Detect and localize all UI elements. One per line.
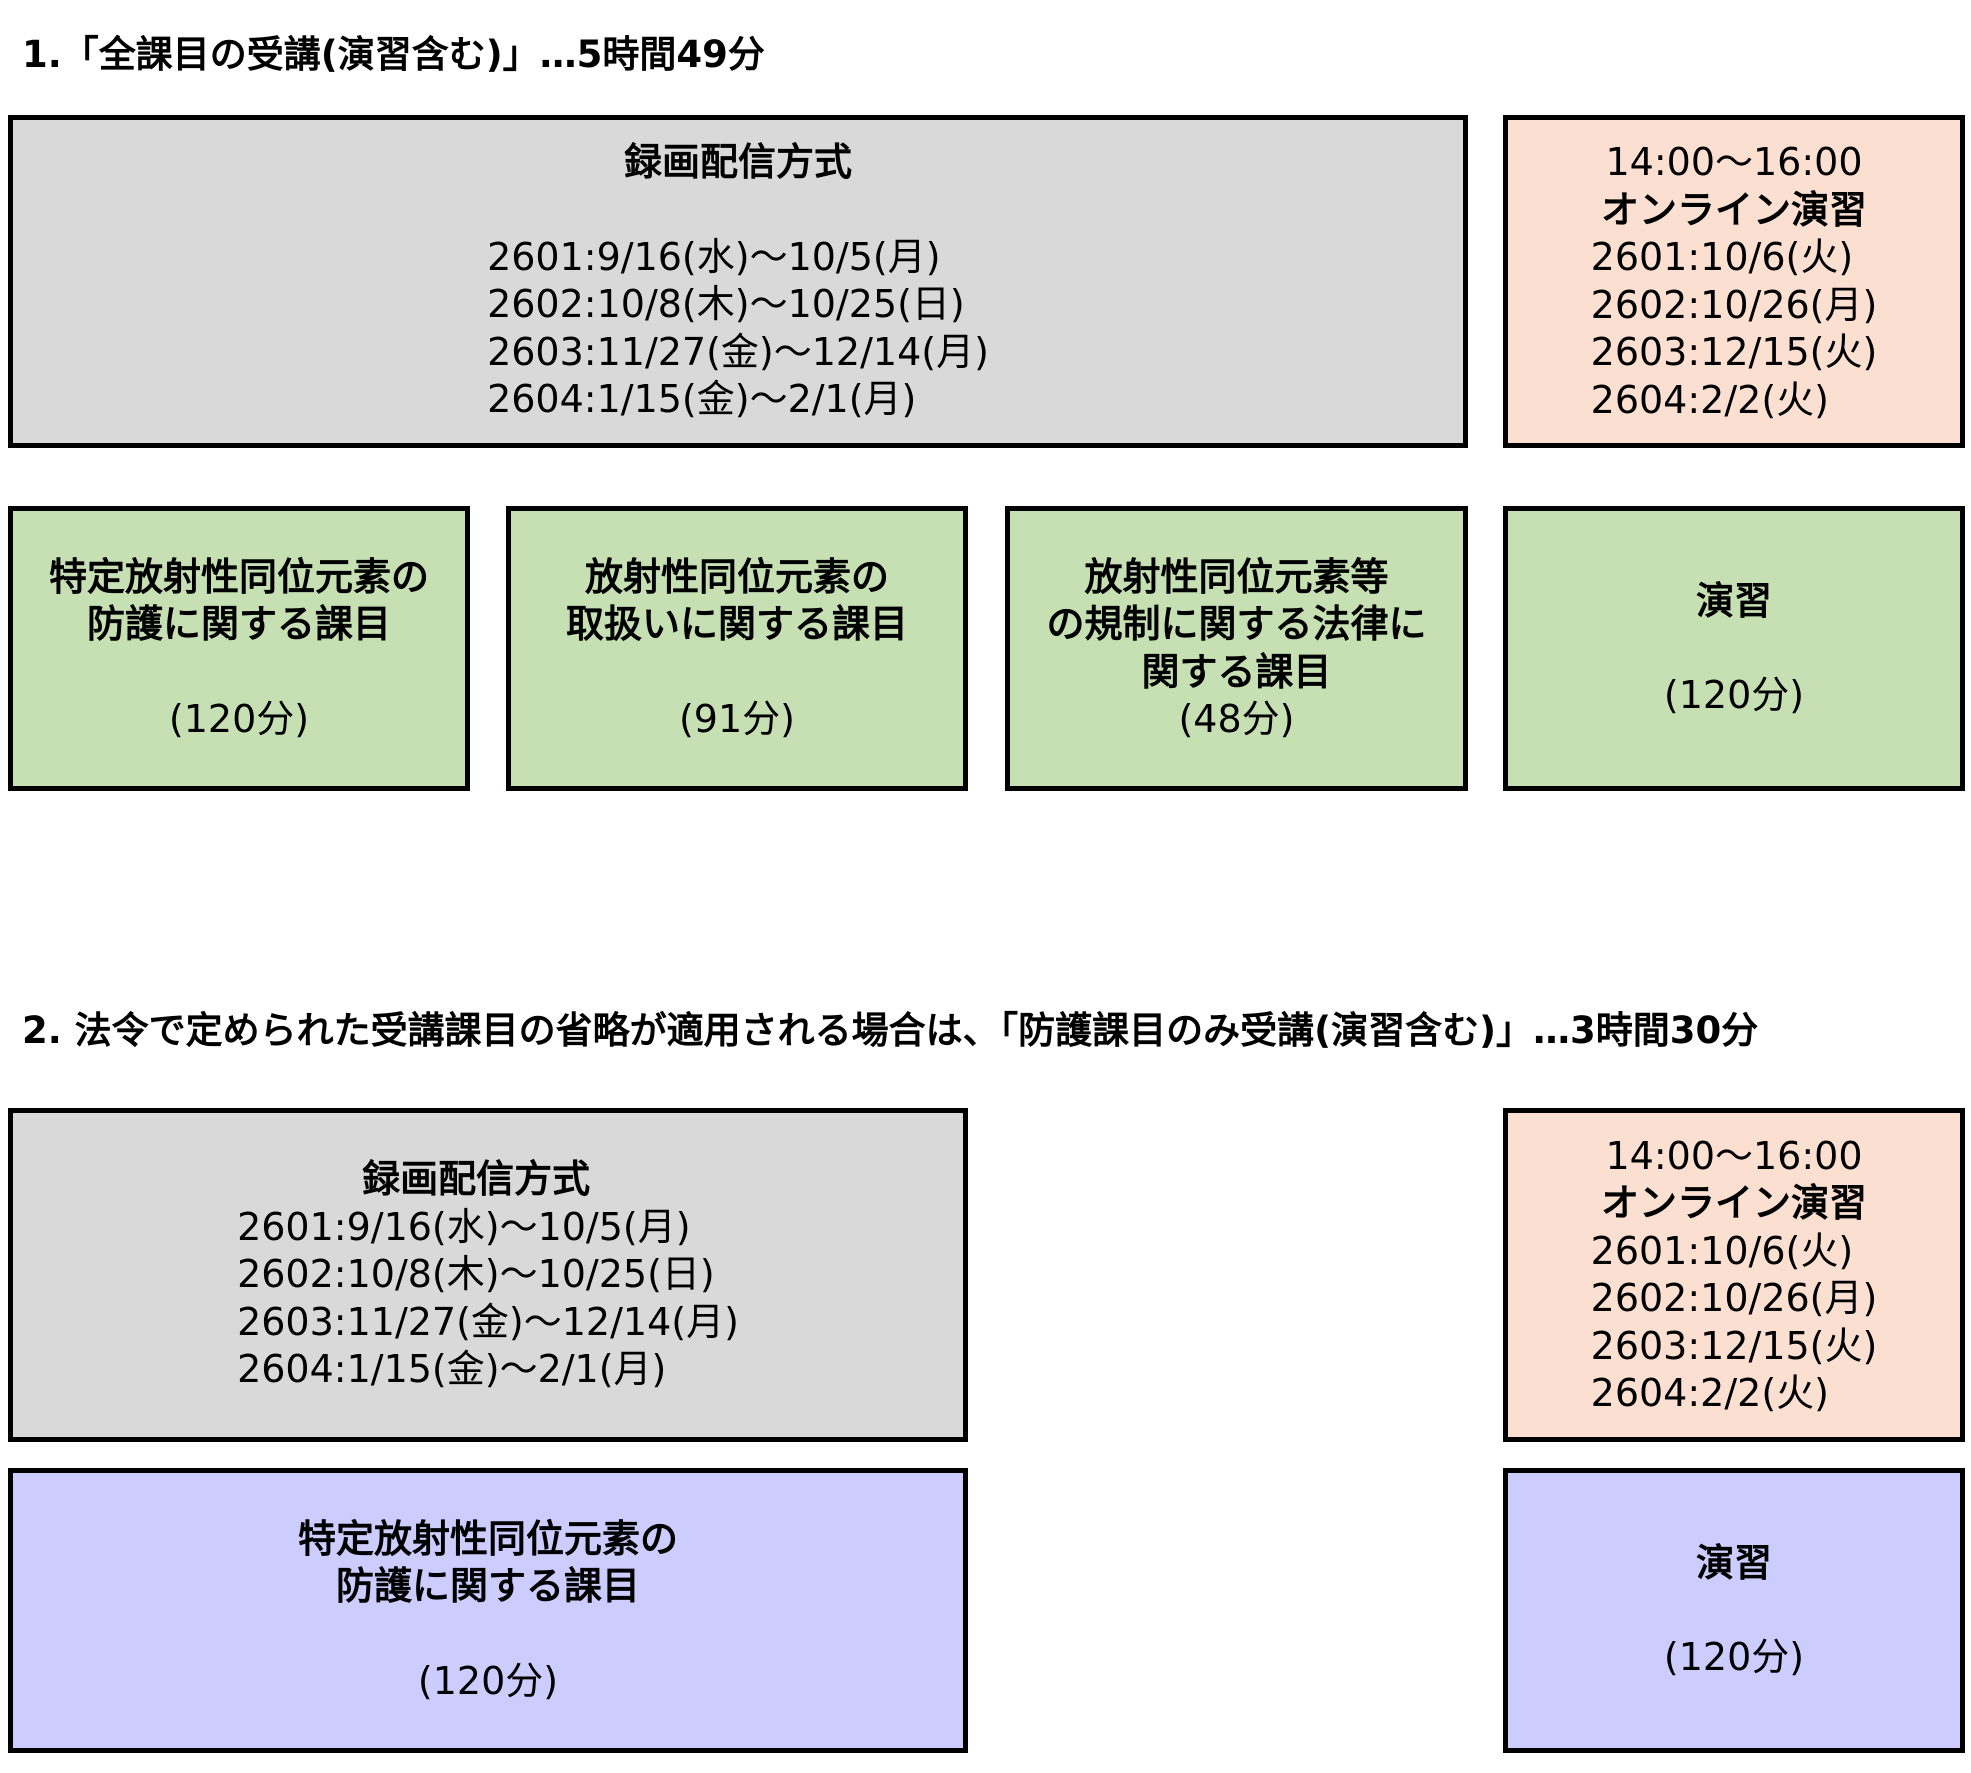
online-date: 2604:2/2(火)	[1590, 1371, 1829, 1415]
subject-line: の規制に関する法律に	[1046, 602, 1427, 646]
subject-minutes: (48分)	[1178, 697, 1295, 741]
online-dates: 2601:10/6(火) 2602:10/26(月) 2603:12/15(火)…	[1591, 1228, 1878, 1418]
subject-minutes: (120分)	[1663, 1635, 1805, 1679]
online-date: 2601:10/6(火)	[1590, 1228, 1854, 1273]
online-time: 14:00～16:00	[1605, 1133, 1863, 1178]
online-date: 2604:2/2(火)	[1590, 377, 1829, 422]
online-title: オンライン演習	[1600, 187, 1867, 232]
section1-online-box: 14:00～16:00 オンライン演習 2601:10/6(火) 2602:10…	[1503, 115, 1965, 448]
subject-protection-box: 特定放射性同位元素の 防護に関する課目 (120分)	[8, 506, 470, 791]
subject-handling-box: 放射性同位元素の 取扱いに関する課目 (91分)	[506, 506, 968, 791]
online-time: 14:00～16:00	[1605, 140, 1863, 184]
subject-minutes: (120分)	[168, 696, 310, 741]
subject-line: 特定放射性同位元素の	[48, 554, 429, 599]
section2-online-box: 14:00～16:00 オンライン演習 2601:10/6(火) 2602:10…	[1503, 1108, 1965, 1442]
section2-recorded-box: 録画配信方式 2601:9/16(水)～10/5(月) 2602:10/8(木)…	[8, 1108, 968, 1442]
section1-heading: 1.「全課目の受講(演習含む)」…5時間49分	[22, 33, 765, 76]
recorded-date: 2602:10/8(木)～10/25(日)	[487, 282, 965, 327]
subject-line: 演習	[1695, 1540, 1772, 1585]
subject-line: 取扱いに関する課目	[565, 602, 908, 647]
online-date: 2601:10/6(火)	[1590, 235, 1854, 279]
recorded-title: 録画配信方式	[362, 1157, 591, 1202]
recorded-title: 録画配信方式	[623, 140, 852, 185]
subject-line: 防護に関する課目	[86, 602, 391, 647]
recorded-date: 2604:1/15(金)～2/1(月)	[487, 377, 917, 422]
online-date: 2602:10/26(月)	[1590, 1276, 1878, 1320]
subject-minutes: (120分)	[1663, 673, 1805, 717]
subject-line: 防護に関する課目	[335, 1564, 640, 1609]
subject-line: 演習	[1695, 578, 1772, 623]
online-date: 2603:12/15(火)	[1590, 1323, 1878, 1368]
recorded-date: 2601:9/16(水)～10/5(月)	[487, 234, 941, 279]
recorded-content: 録画配信方式 2601:9/16(水)～10/5(月) 2602:10/8(木)…	[237, 1156, 739, 1394]
recorded-date: 2602:10/8(木)～10/25(日)	[237, 1252, 715, 1297]
subject-minutes: (91分)	[678, 696, 795, 741]
subject-line: 放射性同位元素等	[1084, 554, 1389, 599]
subject-line: 特定放射性同位元素の	[297, 1516, 678, 1561]
online-dates: 2601:10/6(火) 2602:10/26(月) 2603:12/15(火)…	[1591, 234, 1878, 424]
subject-law-box: 放射性同位元素等 の規制に関する法律に 関する課目 (48分)	[1005, 506, 1468, 791]
subject-line: 放射性同位元素の	[584, 554, 889, 599]
online-date: 2602:10/26(月)	[1590, 282, 1878, 327]
section2-heading: 2. 法令で定められた受講課目の省略が適用される場合は、「防護課目のみ受講(演習…	[22, 1009, 1759, 1052]
online-date: 2603:12/15(火)	[1590, 330, 1878, 374]
recorded-date: 2603:11/27(金)～12/14(月)	[487, 329, 989, 374]
section2-subject-exercise-box: 演習 (120分)	[1503, 1468, 1965, 1753]
online-title: オンライン演習	[1600, 1181, 1867, 1225]
recorded-date: 2604:1/15(金)～2/1(月)	[237, 1347, 667, 1392]
recorded-date: 2603:11/27(金)～12/14(月)	[237, 1299, 739, 1344]
recorded-dates: 2601:9/16(水)～10/5(月) 2602:10/8(木)～10/25(…	[487, 234, 989, 424]
subject-minutes: (120分)	[417, 1658, 559, 1703]
section1-recorded-box: 録画配信方式 2601:9/16(水)～10/5(月) 2602:10/8(木)…	[8, 115, 1468, 448]
subject-line: 関する課目	[1141, 649, 1332, 694]
section2-subject-protection-box: 特定放射性同位元素の 防護に関する課目 (120分)	[8, 1468, 968, 1753]
recorded-date: 2601:9/16(水)～10/5(月)	[237, 1204, 691, 1249]
subject-exercise-box: 演習 (120分)	[1503, 506, 1965, 791]
